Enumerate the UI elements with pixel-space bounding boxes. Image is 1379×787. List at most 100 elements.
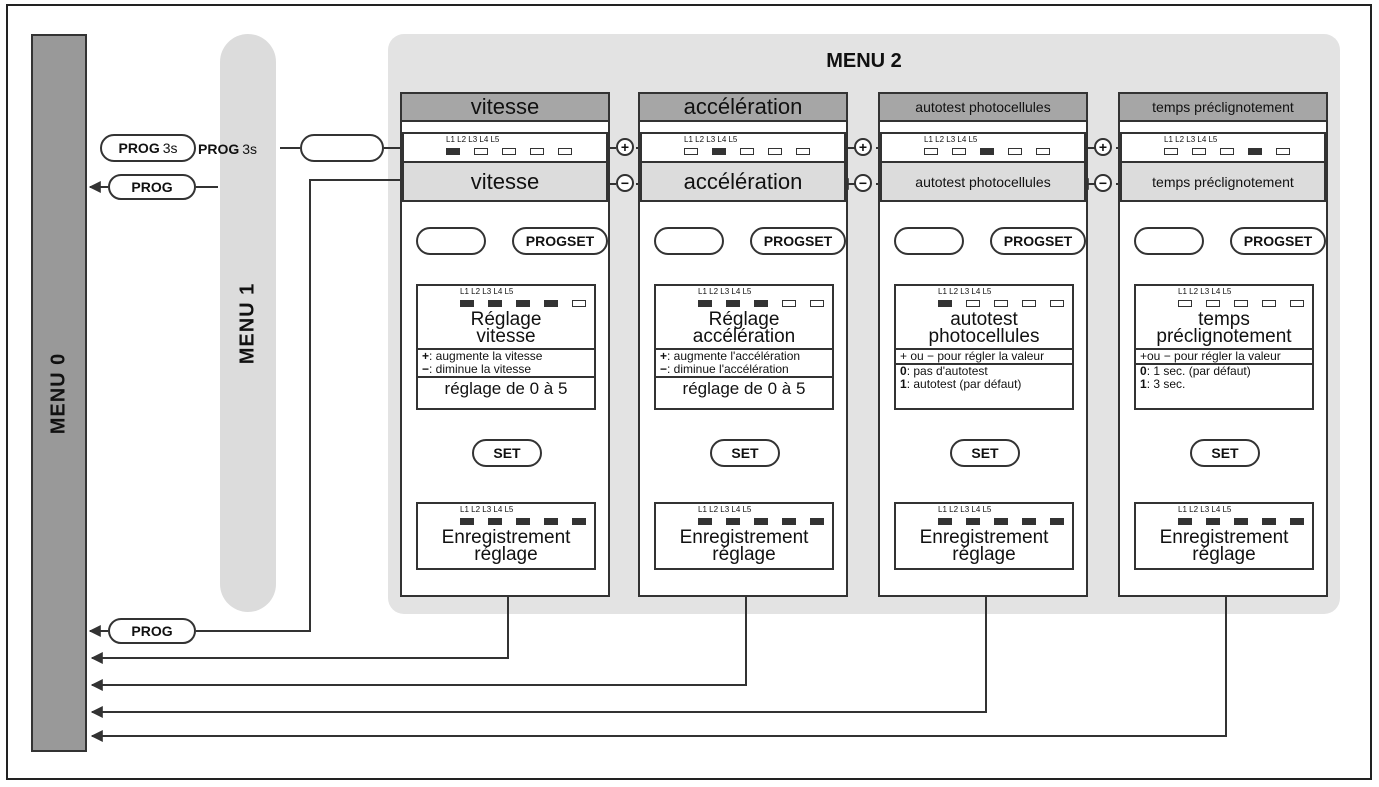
led-indicator [1234, 300, 1248, 307]
option-line: 1: 3 sec. [1140, 378, 1312, 391]
led-labels: L1 L2 L3 L4 L5 [446, 135, 500, 144]
progset-button[interactable]: PROGSET [1230, 227, 1326, 255]
led-labels: L1 L2 L3 L4 L5 [698, 287, 752, 296]
set-label: SET [493, 445, 521, 461]
led-indicator [994, 518, 1008, 525]
save-title-line: réglage [712, 544, 776, 565]
set-button[interactable]: SET [710, 439, 780, 467]
led-indicator [1290, 518, 1304, 525]
range-label: réglage de 0 à 5 [656, 376, 832, 400]
led-indicator [782, 518, 796, 525]
description-line: +: augmente la vitesse [422, 350, 594, 363]
blank-button[interactable] [300, 134, 384, 162]
selection-box[interactable]: L1 L2 L3 L4 L5 vitesse [402, 132, 608, 202]
led-indicator [712, 148, 726, 155]
led-indicator [754, 300, 768, 307]
led-indicator [572, 518, 586, 525]
set-button[interactable]: SET [1190, 439, 1260, 467]
set-button[interactable]: SET [472, 439, 542, 467]
column-header-label: temps préclignotement [1152, 99, 1294, 115]
adjust-title-line: Réglage [708, 309, 780, 330]
save-title-line: réglage [1192, 544, 1256, 565]
menu1-bar [220, 34, 276, 612]
blank-button[interactable] [894, 227, 964, 255]
selected-item-label: vitesse [470, 168, 540, 194]
progset-label: PROGSET [763, 233, 833, 249]
description-line: +: augmente l'accélération [660, 350, 832, 363]
adjust-description: +ou − pour régler la valeur [1136, 348, 1312, 363]
progset-button[interactable]: PROGSET [990, 227, 1086, 255]
led-indicator [1192, 148, 1206, 155]
column-header: vitesse [400, 92, 610, 122]
led-indicator [544, 518, 558, 525]
option-text: : 3 sec. [1146, 377, 1186, 391]
led-row [1136, 518, 1312, 525]
progset-label: PROGSET [525, 233, 595, 249]
led-indicator [516, 300, 530, 307]
adjust-title-line: photocellules [928, 326, 1040, 347]
prog-button-top[interactable]: PROG [108, 174, 196, 200]
column-header: accélération [638, 92, 848, 122]
option-line: 1: autotest (par défaut) [900, 378, 1072, 391]
description-text: : diminue l'accélération [667, 362, 789, 376]
blank-button[interactable] [654, 227, 724, 255]
blank-button[interactable] [416, 227, 486, 255]
option-symbol: 0 [1140, 364, 1147, 378]
led-indicator [1022, 300, 1036, 307]
adjust-title-line: préclignotement [1156, 326, 1292, 347]
plus-icon[interactable]: + [854, 138, 872, 156]
option-line: 0: pas d'autotest [900, 365, 1072, 378]
option-text: : autotest (par défaut) [906, 377, 1022, 391]
led-indicator [488, 518, 502, 525]
selected-item: autotest photocellules [882, 161, 1084, 200]
led-indicator [502, 148, 516, 155]
led-indicator [740, 148, 754, 155]
led-row [656, 518, 832, 525]
adjust-description: + ou − pour régler la valeur [896, 348, 1072, 363]
description-line: +ou − pour régler la valeur [1140, 349, 1281, 363]
plus-icon[interactable]: + [1094, 138, 1112, 156]
save-title-line: Enregistrement [441, 527, 571, 548]
blank-button[interactable] [1134, 227, 1204, 255]
set-label: SET [1211, 445, 1239, 461]
plus-icon[interactable]: + [616, 138, 634, 156]
column-header: temps préclignotement [1118, 92, 1328, 122]
set-button[interactable]: SET [950, 439, 1020, 467]
led-indicator [530, 148, 544, 155]
progset-button[interactable]: PROGSET [512, 227, 608, 255]
description-line: −: diminue l'accélération [660, 363, 832, 376]
set-label: SET [731, 445, 759, 461]
minus-icon[interactable]: − [616, 174, 634, 192]
description-symbol: − [422, 362, 430, 376]
led-indicator [1276, 148, 1290, 155]
adjust-title-line: temps [1198, 309, 1250, 330]
selected-item-label: autotest photocellules [915, 173, 1051, 190]
prog-button-bottom[interactable]: PROG [108, 618, 196, 644]
led-row [404, 148, 606, 155]
led-indicator [1262, 518, 1276, 525]
selected-item: vitesse [404, 161, 606, 200]
minus-icon[interactable]: − [854, 174, 872, 192]
progset-button[interactable]: PROGSET [750, 227, 846, 255]
description-text: : augmente l'accélération [667, 349, 801, 363]
description-symbol: − [660, 362, 668, 376]
minus-icon[interactable]: − [1094, 174, 1112, 192]
description-text: : diminue la vitesse [429, 362, 532, 376]
led-indicator [1164, 148, 1178, 155]
led-indicator [924, 148, 938, 155]
led-indicator [488, 300, 502, 307]
selected-item: accélération [642, 161, 844, 200]
adjust-title-line: vitesse [476, 326, 536, 347]
